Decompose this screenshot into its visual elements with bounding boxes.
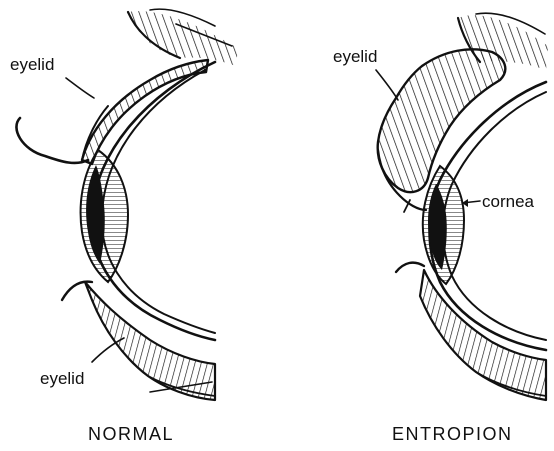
normal-eye-figure: eyelid eyelid NORMAL — [10, 9, 238, 444]
entropion-lower-eyelid — [396, 263, 546, 400]
normal-upper-eyelid-label: eyelid — [10, 55, 54, 74]
normal-upper-pointer — [66, 78, 94, 98]
entropion-eyelid-label: eyelid — [333, 47, 377, 66]
entropion-cornea-label: cornea — [482, 192, 535, 211]
normal-cornea — [81, 150, 128, 282]
normal-lower-eyelid-label: eyelid — [40, 369, 84, 388]
normal-brow-skin — [128, 9, 238, 66]
entropion-cornea — [423, 166, 464, 284]
entropion-eye-figure: eyelid cornea ENTROPION — [333, 13, 548, 444]
entropion-caption: ENTROPION — [392, 424, 513, 444]
entropion-eyelid-pointer — [376, 70, 398, 100]
normal-caption: NORMAL — [88, 424, 174, 444]
normal-lower-eyelid — [62, 282, 215, 400]
